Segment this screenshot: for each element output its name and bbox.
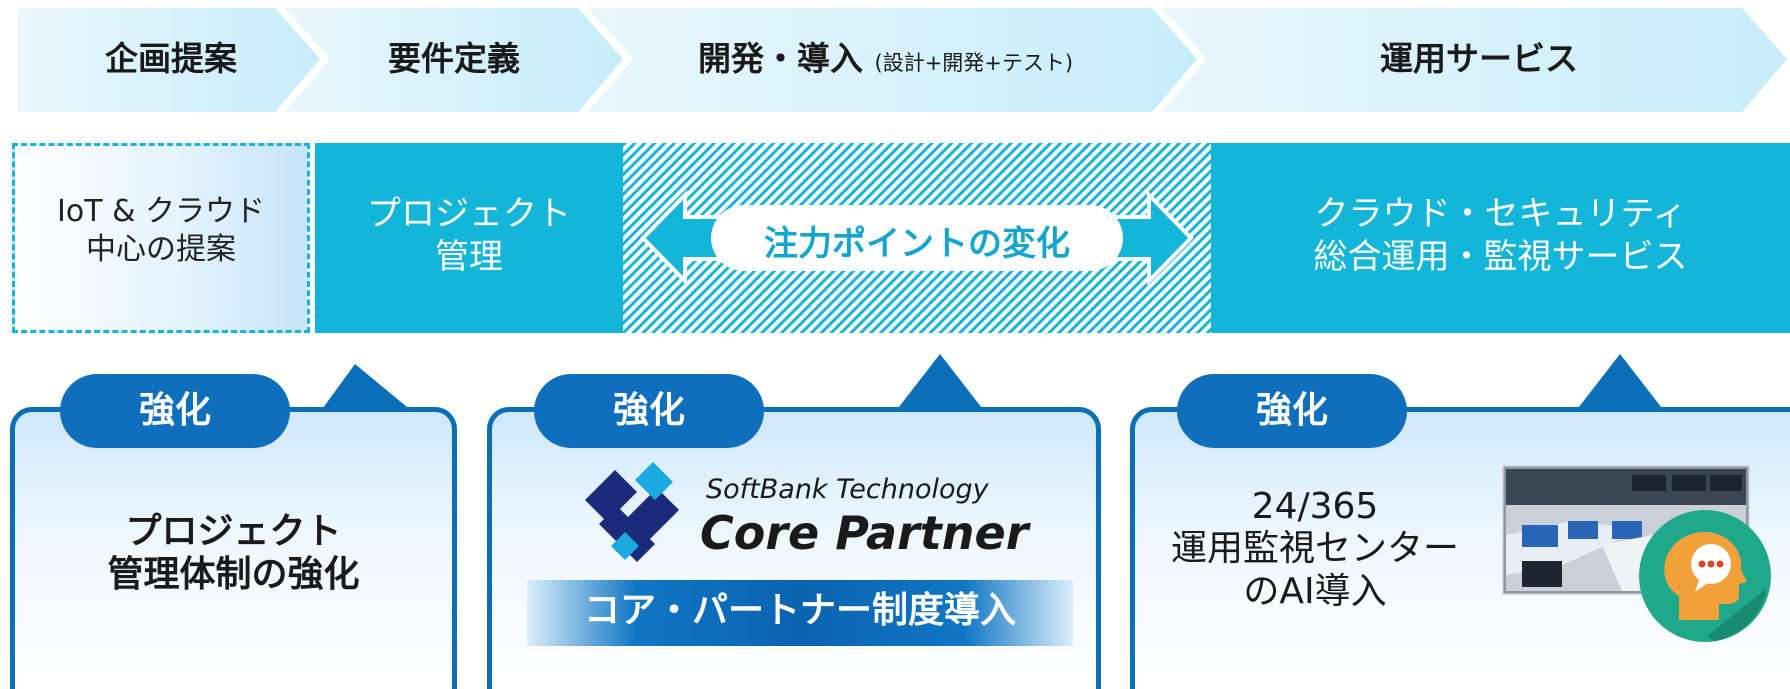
focus-shift-pill <box>711 205 1123 271</box>
phase-development-title: 開発・導入 <box>698 39 863 78</box>
phase-chevron-requirements <box>285 8 623 112</box>
operation-service-text: クラウド・セキュリティ 総合運用・監視サービス <box>1211 193 1790 278</box>
ai-head-icon <box>1639 510 1771 642</box>
panel-left-text: プロジェクト 管理体制の強化 <box>10 510 457 596</box>
callout-pointer-middle <box>895 354 985 412</box>
phase-chevron-planning <box>18 8 320 112</box>
operation-service-line1: クラウド・セキュリティ <box>1314 194 1687 234</box>
badge-strengthen-right: 強化 <box>1177 374 1407 448</box>
iot-proposal-line2: 中心の提案 <box>86 231 236 267</box>
iot-proposal-line1: IoT & クラウド <box>57 194 265 229</box>
phase-planning: 企画提案 <box>105 39 237 78</box>
project-management-line2: 管理 <box>435 236 503 277</box>
project-management-box <box>315 143 623 333</box>
core-partner-banner <box>527 580 1073 646</box>
phase-chevrons <box>18 8 1787 112</box>
panel-right-line3: のAI導入 <box>1243 570 1387 612</box>
operation-service-line2: 総合運用・監視サービス <box>1313 236 1688 277</box>
phase-chevron-development <box>588 8 1197 112</box>
panel-project-management <box>10 407 457 689</box>
badge-strengthen-middle: 強化 <box>534 374 764 448</box>
core-partner-banner-text: コア・パートナー制度導入 <box>583 590 1016 631</box>
panel-right-text: 24/365 運用監視センター のAI導入 <box>1160 486 1470 613</box>
callout-pointer-left <box>320 364 413 412</box>
phase-development: 開発・導入 (設計+開発+テスト) <box>698 42 1073 75</box>
phase-requirements: 要件定義 <box>388 39 520 78</box>
operation-service-box <box>1211 143 1790 333</box>
panel-right-line2: 運用監視センター <box>1170 528 1459 570</box>
project-management-line1: プロジェクト <box>367 194 571 234</box>
project-management-text: プロジェクト 管理 <box>315 193 623 278</box>
phase-operation: 運用サービス <box>1380 39 1578 78</box>
iot-proposal-text: IoT & クラウド 中心の提案 <box>12 193 310 268</box>
phase-development-sub: (設計+開発+テスト) <box>874 51 1074 75</box>
logo-small-text: SoftBank Technology <box>706 474 989 505</box>
softbank-logo-icon <box>585 462 679 562</box>
badge-strengthen-left: 強化 <box>60 374 290 448</box>
logo-big-text: Core Partner <box>700 506 1029 560</box>
focus-shift-label: 注力ポイントの変化 <box>764 224 1070 264</box>
panel-left-line2: 管理体制の強化 <box>107 554 360 596</box>
callout-pointer-right <box>1575 354 1665 412</box>
panel-right-line1: 24/365 <box>1251 486 1379 527</box>
panel-left-line1: プロジェクト <box>125 511 342 552</box>
phase-chevron-operation <box>1162 8 1787 112</box>
callout-pointers <box>320 354 1665 412</box>
focus-shift-area <box>623 143 1211 333</box>
iot-proposal-box <box>12 143 310 333</box>
